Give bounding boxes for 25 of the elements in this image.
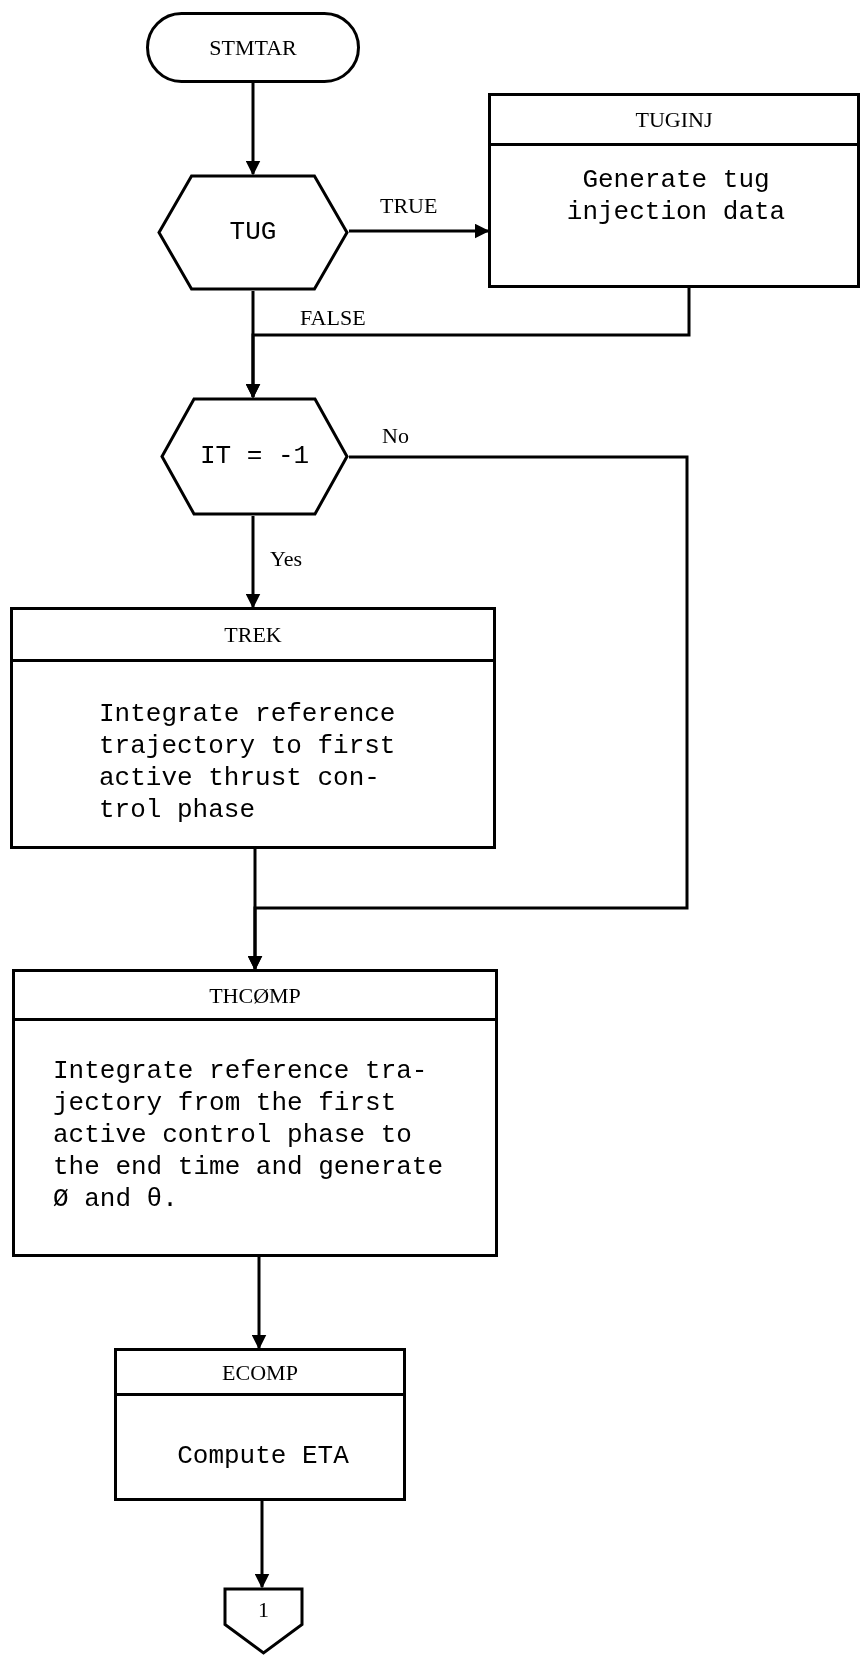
box-text: Compute ETA: [176, 1440, 350, 1472]
box-text: Integrate reference trajectory to first active thrust con- trol phase: [99, 698, 397, 826]
box-title: ECOMP: [222, 1358, 298, 1387]
flow-arrow: [251, 1257, 267, 1350]
flow-arrow: [245, 288, 691, 399]
decision-hexagon: [157, 174, 349, 291]
decision-label: TUG: [229, 216, 277, 249]
box-title: THCØMP: [209, 981, 301, 1010]
decision-hexagon: [160, 397, 349, 516]
flow-arrow: [254, 1501, 270, 1589]
process-box: [10, 607, 496, 849]
process-box: [12, 969, 498, 1257]
decision-label: IT = -1: [199, 440, 310, 473]
flow-arrow: [349, 223, 490, 239]
box-text: Generate tug injection data: [565, 164, 787, 228]
flow-arrow: [245, 516, 261, 609]
flow-arrow: [247, 849, 263, 971]
box-title: TUGINJ: [635, 106, 713, 134]
process-box: [488, 93, 860, 288]
box-text: Integrate reference tra- jectory from the first active control phase to the end time and generate Ø and θ.: [53, 1055, 445, 1215]
connector-label: 1: [258, 1599, 269, 1624]
process-box: [114, 1348, 406, 1501]
off-page-connector: [223, 1587, 304, 1655]
box-title: TREK: [224, 621, 282, 649]
flow-arrow: [245, 83, 261, 176]
